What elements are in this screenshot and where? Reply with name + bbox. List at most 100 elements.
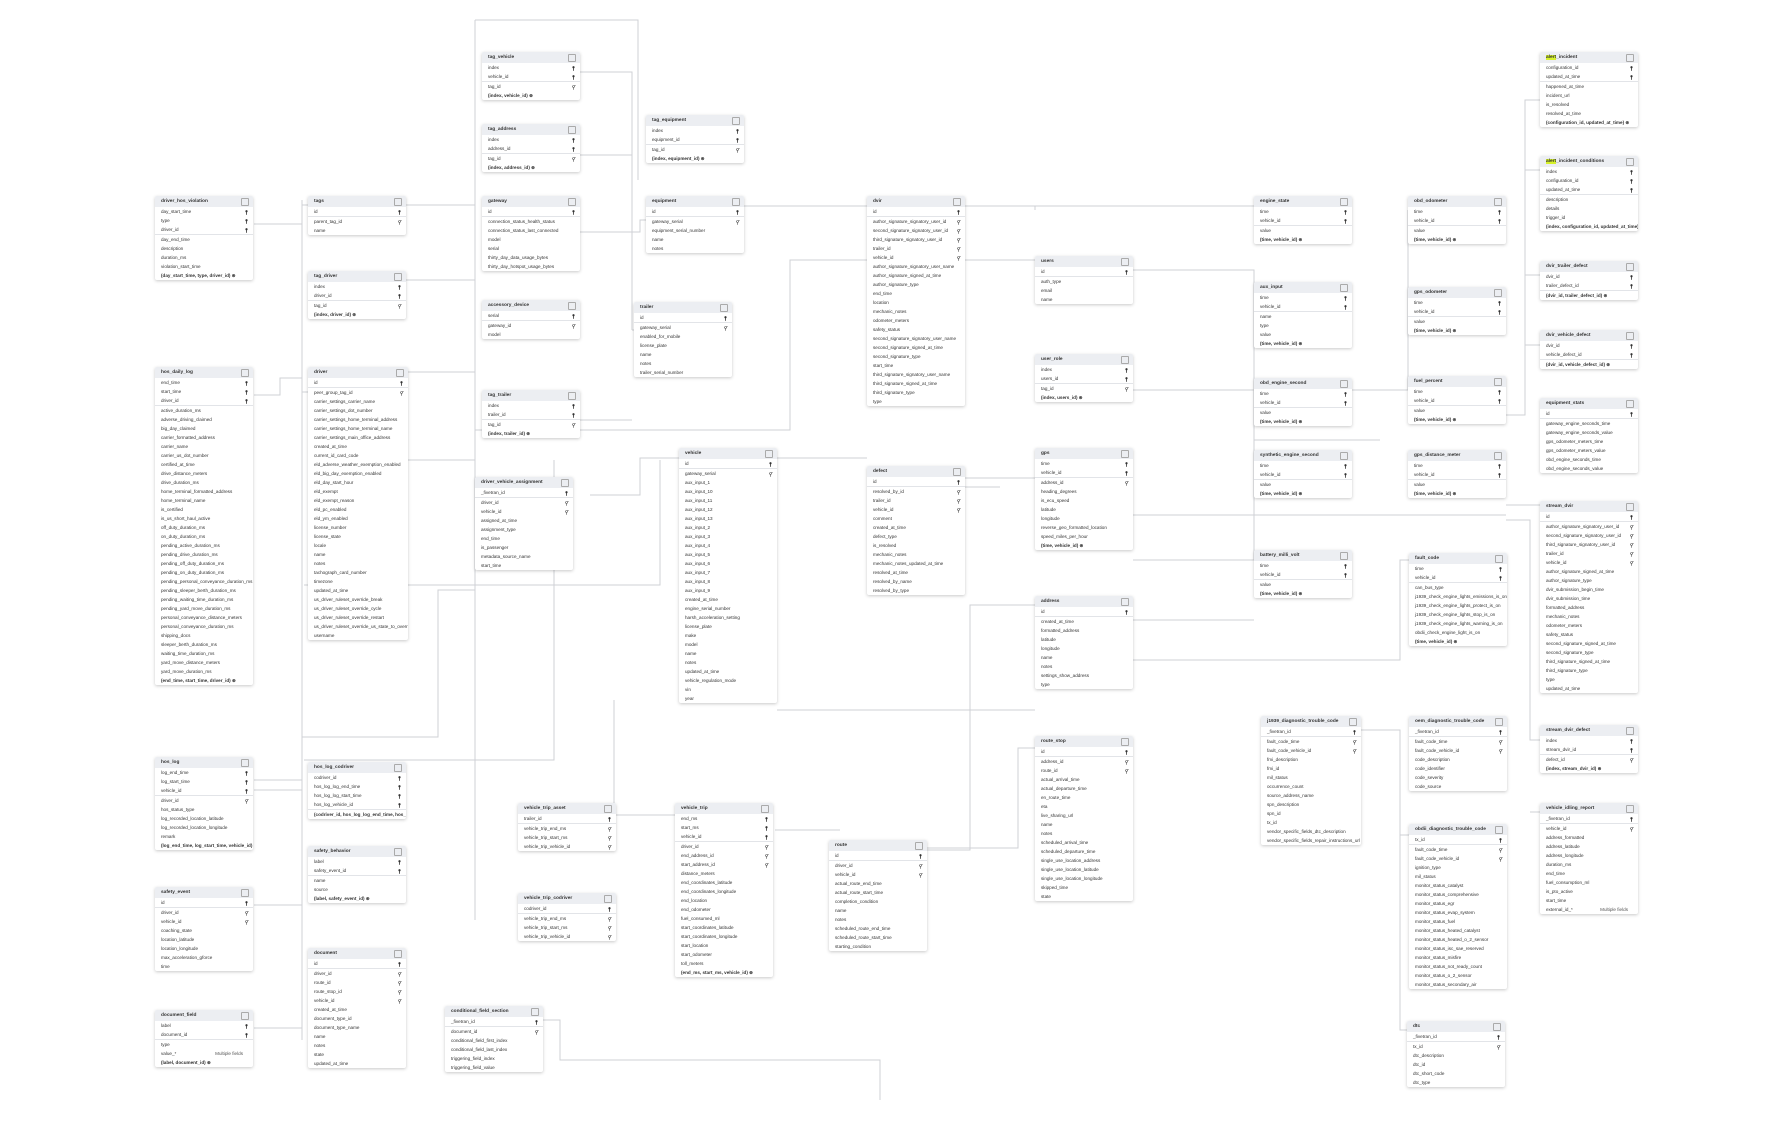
expand-table-icon[interactable] bbox=[568, 54, 576, 62]
table-header[interactable]: tag_trailer bbox=[482, 390, 580, 401]
column-row[interactable]: latitude bbox=[1035, 505, 1133, 514]
column-row[interactable]: eld_exempt_reason bbox=[308, 496, 408, 505]
expand-table-icon[interactable] bbox=[1626, 503, 1634, 511]
column-row[interactable]: longitude bbox=[1035, 514, 1133, 523]
column-row[interactable]: vin bbox=[679, 685, 777, 694]
column-row[interactable]: license_plate bbox=[634, 341, 732, 350]
column-row[interactable]: safety_status bbox=[867, 325, 965, 334]
column-row-primary-key[interactable]: configuration_id bbox=[1540, 63, 1638, 72]
column-row[interactable]: aux_input_8 bbox=[679, 577, 777, 586]
column-row-primary-key[interactable]: users_id bbox=[1035, 374, 1133, 383]
column-row-primary-key[interactable]: trailer_id bbox=[518, 814, 616, 823]
column-row-primary-key[interactable]: end_ms bbox=[675, 814, 773, 823]
column-row[interactable]: gateway_engine_seconds_time bbox=[1540, 419, 1638, 428]
table-header[interactable]: route_stop bbox=[1035, 736, 1133, 747]
column-row[interactable]: route_id bbox=[308, 978, 406, 987]
table-header[interactable]: gps bbox=[1035, 448, 1133, 459]
column-row[interactable]: us_driver_ruleset_override_restart bbox=[308, 613, 408, 622]
expand-table-icon[interactable] bbox=[1494, 198, 1502, 206]
table-header[interactable]: tag_equipment bbox=[646, 115, 744, 126]
column-row-primary-key[interactable]: id bbox=[1540, 409, 1638, 418]
column-row[interactable]: gps_odometer_meters_value bbox=[1540, 446, 1638, 455]
column-row[interactable]: aux_input_11 bbox=[679, 496, 777, 505]
column-row[interactable]: gateway_id bbox=[482, 321, 580, 330]
index-row[interactable]: (time, vehicle_id) ⊛ bbox=[1414, 417, 1457, 422]
index-row[interactable]: (dvir_id, trailer_defect_id) ⊛ bbox=[1546, 293, 1608, 298]
column-row[interactable]: equipment_serial_number bbox=[646, 226, 744, 235]
column-row[interactable]: skipped_time bbox=[1035, 883, 1133, 892]
column-row[interactable]: active_duration_ms bbox=[155, 406, 253, 415]
column-row[interactable]: certified_at_time bbox=[155, 460, 253, 469]
column-row-primary-key[interactable]: configuration_id bbox=[1540, 176, 1638, 185]
column-row-primary-key[interactable]: _fivetran_id bbox=[1407, 1032, 1505, 1041]
index-row[interactable]: (time, vehicle_id) ⊛ bbox=[1260, 491, 1303, 496]
table-header[interactable]: dtc bbox=[1407, 1021, 1505, 1032]
column-row[interactable]: third_signature_signed_at_time bbox=[1540, 657, 1638, 666]
column-row[interactable]: start_coordinates_latitude bbox=[675, 923, 773, 932]
table-header[interactable]: tag_vehicle bbox=[482, 52, 580, 63]
column-row[interactable]: author_signature_signed_at_time bbox=[1540, 567, 1638, 576]
index-row[interactable]: (log_end_time, log_start_time, vehicle_i… bbox=[155, 841, 253, 850]
column-row[interactable]: author_signature_signatory_user_id bbox=[1540, 522, 1638, 531]
table-header[interactable]: obd_odometer bbox=[1408, 196, 1506, 207]
column-row[interactable]: updated_at_time bbox=[1540, 684, 1638, 693]
column-row-primary-key[interactable]: id bbox=[1035, 747, 1133, 756]
column-row[interactable]: formatted_address bbox=[1035, 626, 1133, 635]
column-row[interactable]: yard_move_distance_meters bbox=[155, 658, 253, 667]
column-row-primary-key[interactable]: time bbox=[1409, 564, 1507, 573]
expand-table-icon[interactable] bbox=[720, 304, 728, 312]
column-row[interactable]: name bbox=[308, 226, 406, 235]
column-row[interactable]: duration_ms bbox=[1540, 860, 1638, 869]
column-row[interactable]: name bbox=[1035, 295, 1133, 304]
table-header[interactable]: vehicle bbox=[679, 448, 777, 459]
expand-table-icon[interactable] bbox=[1121, 738, 1129, 746]
column-row[interactable]: third_signature_signatory_user_id bbox=[1540, 540, 1638, 549]
column-row[interactable]: model bbox=[482, 235, 580, 244]
column-row[interactable]: single_use_location_address bbox=[1035, 856, 1133, 865]
column-row[interactable]: pending_sleeper_berth_duration_ms bbox=[155, 586, 253, 595]
column-row[interactable]: tag_id bbox=[646, 145, 744, 154]
column-row[interactable]: start_address_id bbox=[675, 860, 773, 869]
expand-table-icon[interactable] bbox=[394, 848, 402, 856]
column-row[interactable]: time bbox=[155, 962, 253, 971]
column-row[interactable]: start_time bbox=[475, 561, 573, 570]
column-row[interactable]: is_resolved bbox=[1540, 100, 1638, 109]
column-row[interactable]: end_time bbox=[1540, 869, 1638, 878]
column-row[interactable]: triggering_field_index bbox=[445, 1054, 543, 1063]
column-row[interactable]: us_driver_ruleset_override_cycle bbox=[308, 604, 408, 613]
column-row-primary-key[interactable]: id bbox=[308, 378, 408, 387]
column-row[interactable]: updated_at_time bbox=[679, 667, 777, 676]
column-row-primary-key[interactable]: vehicle_id bbox=[1408, 396, 1506, 405]
column-row[interactable]: second_signature_signatory_user_id bbox=[1540, 531, 1638, 540]
column-row[interactable]: location bbox=[867, 298, 965, 307]
column-row[interactable]: value bbox=[1408, 406, 1506, 415]
column-row-primary-key[interactable]: _fivetran_id bbox=[1540, 814, 1638, 823]
column-row[interactable]: occurrence_count bbox=[1261, 782, 1361, 791]
expand-table-icon[interactable] bbox=[531, 1008, 539, 1016]
column-row[interactable]: personal_conveyance_duration_ms bbox=[155, 622, 253, 631]
expand-table-icon[interactable] bbox=[568, 392, 576, 400]
table-header[interactable]: gateway bbox=[482, 196, 580, 207]
expand-table-icon[interactable] bbox=[1340, 284, 1348, 292]
index-row[interactable]: (index, trailer_id) ⊛ bbox=[488, 431, 531, 436]
column-row[interactable]: actual_departure_time bbox=[1035, 784, 1133, 793]
column-row[interactable]: vehicle_id bbox=[475, 507, 573, 516]
table-header[interactable]: document bbox=[308, 948, 406, 959]
column-row[interactable]: obd_engine_seconds_time bbox=[1540, 455, 1638, 464]
table-header[interactable]: tag_address bbox=[482, 124, 580, 135]
table-header[interactable]: oem_diagnostic_trouble_code bbox=[1409, 716, 1507, 727]
column-row[interactable]: fault_code_vehicle_id bbox=[1409, 854, 1507, 863]
column-row-primary-key[interactable]: id bbox=[867, 207, 965, 216]
